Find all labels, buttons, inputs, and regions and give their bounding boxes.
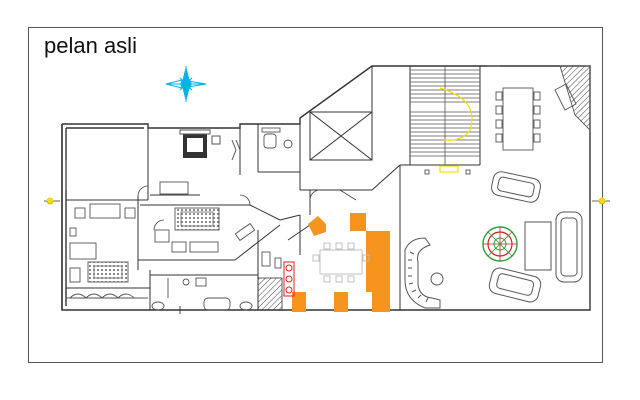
bedroom-furniture [65, 160, 282, 299]
master-bed [179, 129, 241, 161]
door-swings [137, 185, 357, 231]
drawing-frame [28, 27, 603, 363]
kitchen-dining-table [312, 242, 370, 283]
section-marker-icon [44, 197, 60, 205]
sink-icon [239, 301, 253, 311]
bathtub-icon [203, 297, 231, 311]
sink-icon [151, 301, 165, 311]
skylight-void [299, 65, 373, 161]
toilet-icon [195, 277, 207, 287]
exterior-walls [61, 65, 591, 311]
drawing-title: pelan asli [44, 33, 137, 58]
living-room-furniture [404, 171, 583, 309]
dining-table-upper [488, 65, 591, 151]
bathroom-upper [261, 127, 293, 149]
staircase [410, 66, 480, 175]
bar-stools [283, 261, 295, 297]
compass-icon [165, 66, 207, 102]
toilet-icon [263, 133, 277, 149]
round-rug [482, 226, 518, 262]
interior-walls [66, 66, 481, 310]
service-shaft [257, 277, 283, 311]
bathroom-lower [151, 277, 253, 314]
section-marker-icon [592, 197, 610, 205]
kitchen-counters [292, 213, 390, 312]
